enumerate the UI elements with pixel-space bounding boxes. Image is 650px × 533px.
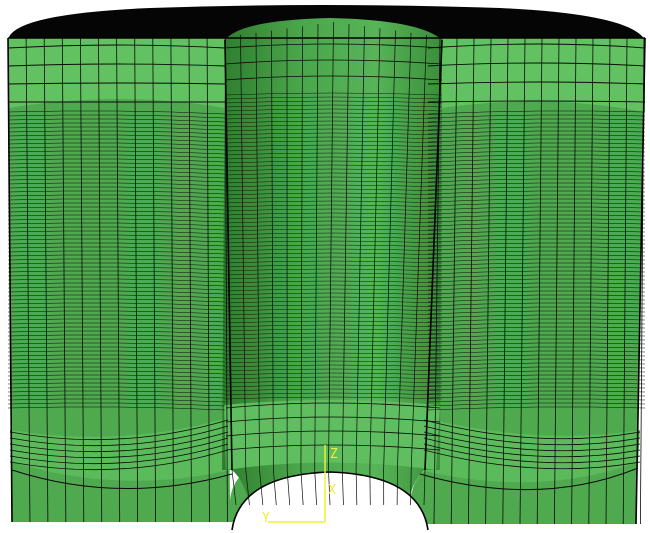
triad-x-label: X xyxy=(328,483,336,498)
model-outlines xyxy=(7,37,646,531)
triad-z-label: Z xyxy=(330,447,338,462)
central-shaft xyxy=(222,18,442,510)
mesh-lines xyxy=(7,21,646,525)
triad-y-label: Y xyxy=(262,511,270,526)
coordinate-triad: Z X Y xyxy=(262,445,338,526)
